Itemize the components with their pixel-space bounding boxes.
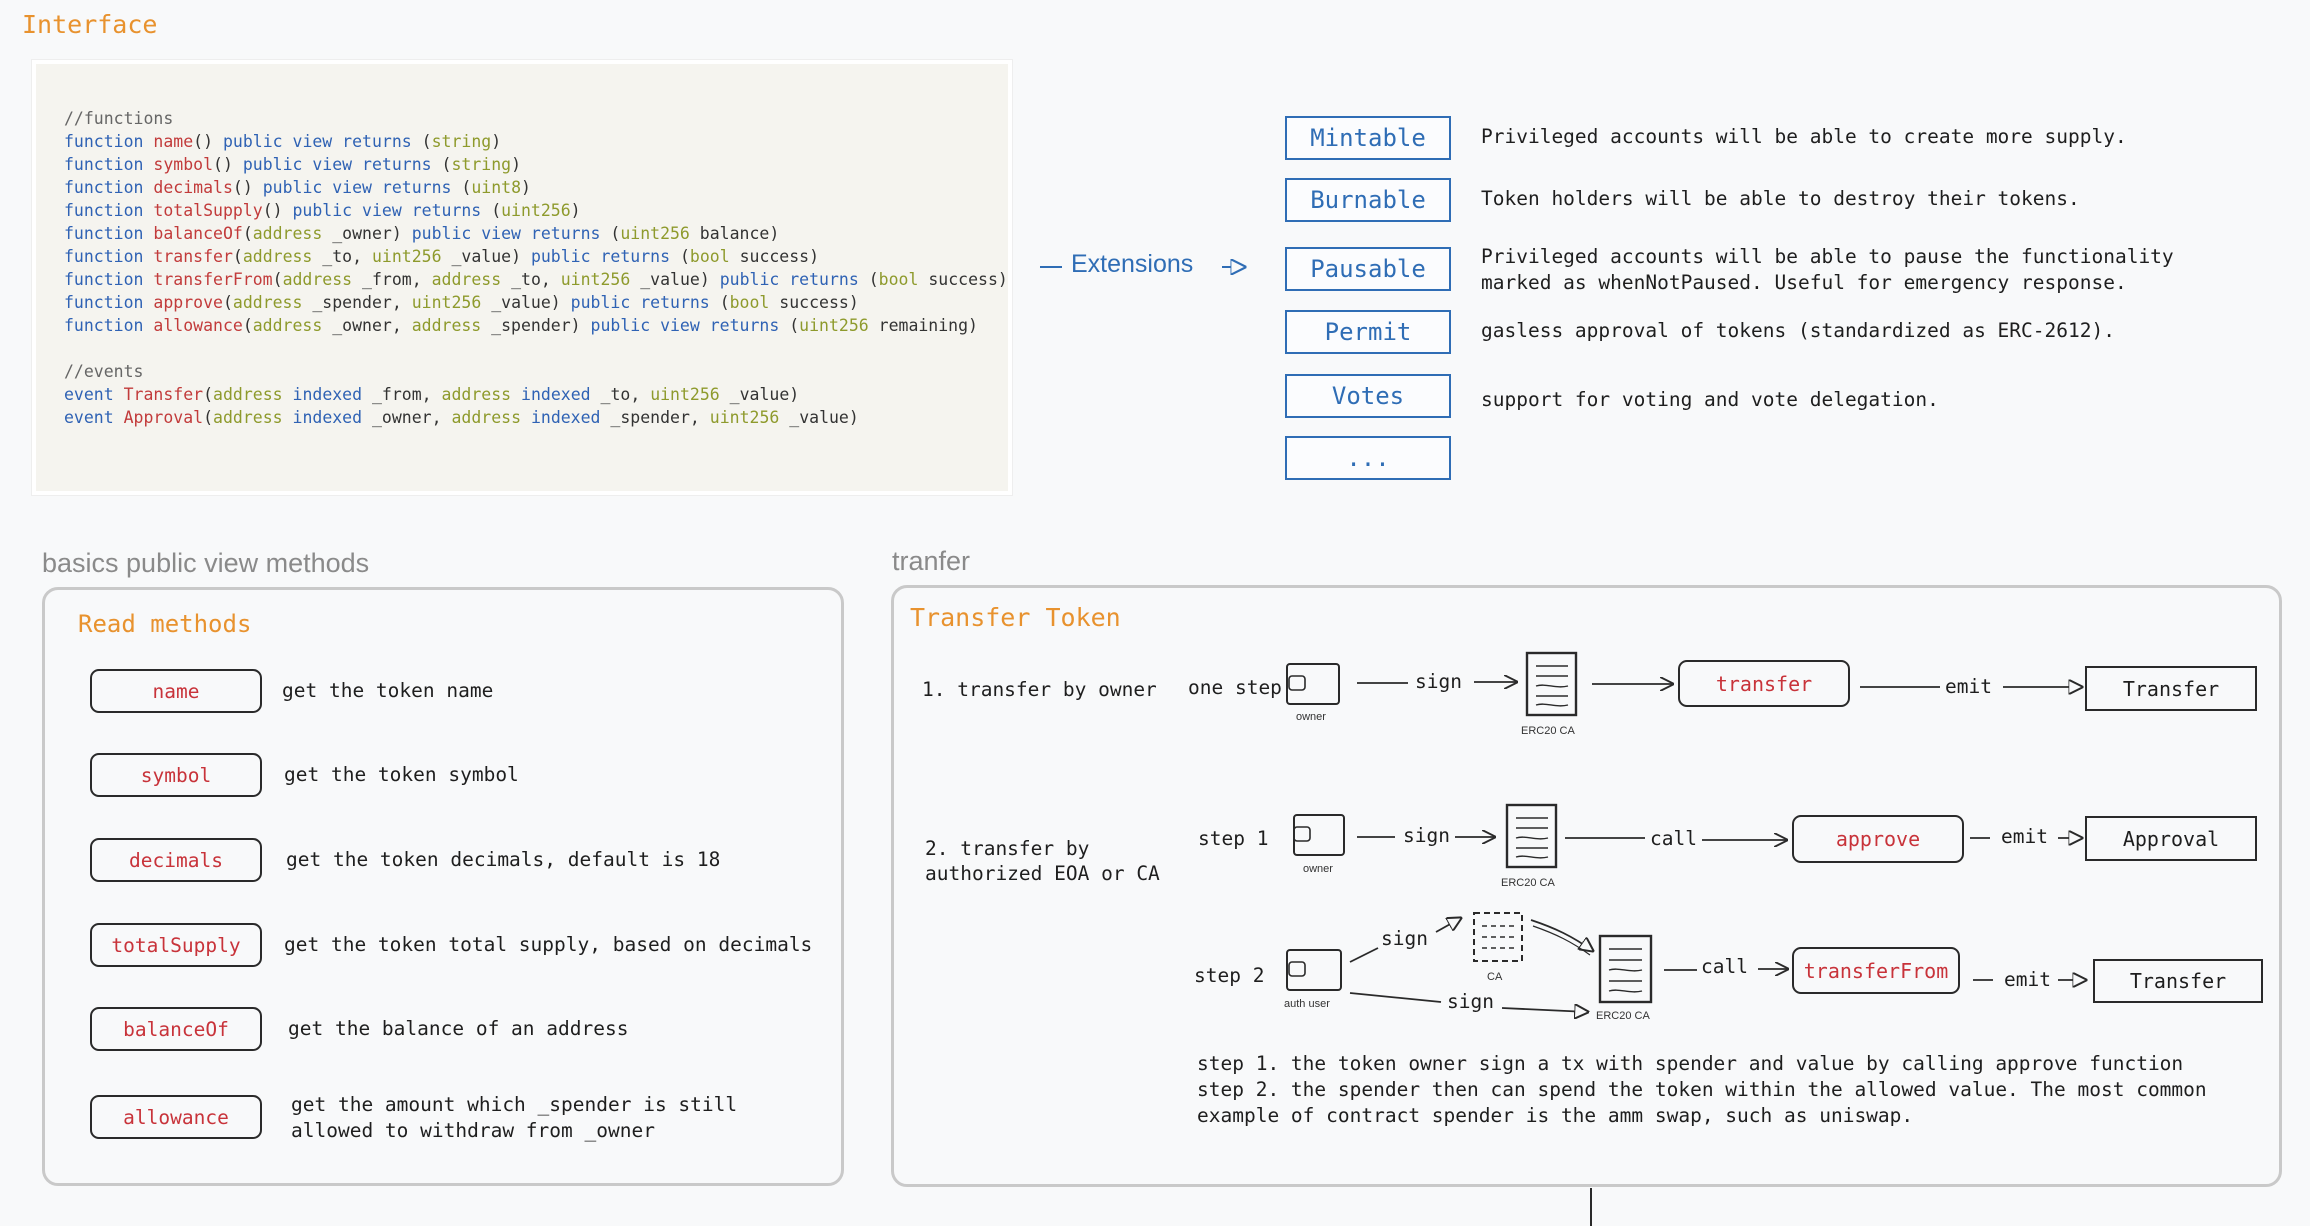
interface-title: Interface <box>22 10 158 39</box>
method-allowance-desc-2: allowed to withdraw from _owner <box>291 1119 655 1142</box>
transfer-panel <box>891 585 2282 1187</box>
method-name-desc: get the token name <box>282 679 494 702</box>
step1-call-label: call <box>1650 827 1697 850</box>
extension-pausable: Pausable <box>1285 247 1451 291</box>
code-line-name: function name() public view returns (str… <box>64 132 502 151</box>
extension-permit: Permit <box>1285 310 1451 354</box>
code-line-decimals: function decimals() public view returns … <box>64 178 531 197</box>
method-allowance: allowance <box>90 1095 262 1139</box>
case2-label-line1: 2. transfer by <box>925 837 1090 860</box>
step2-contract-label: ERC20 CA <box>1596 1010 1650 1022</box>
code-line-transferfrom: function transferFrom(address _from, add… <box>64 270 1008 289</box>
method-decimals-desc: get the token decimals, default is 18 <box>286 848 721 871</box>
code-line-approve: function approve(address _spender, uint2… <box>64 293 859 312</box>
case1-label: 1. transfer by owner <box>922 678 1157 701</box>
method-symbol-desc: get the token symbol <box>284 763 519 786</box>
code-comment-functions: //functions <box>64 109 174 128</box>
code-line-balanceof: function balanceOf(address _owner) publi… <box>64 224 780 243</box>
method-balanceof: balanceOf <box>90 1007 262 1051</box>
step2-sign-bottom-label: sign <box>1447 990 1494 1013</box>
step2-label: step 2 <box>1194 964 1265 987</box>
code-line-symbol: function symbol() public view returns (s… <box>64 155 521 174</box>
event-transfer-case1: Transfer <box>2085 666 2257 711</box>
method-name: name <box>90 669 262 713</box>
interface-code-block: //functions function name() public view … <box>32 60 1012 495</box>
owner-icon-step1 <box>1293 814 1345 856</box>
case1-step-label: one step <box>1188 676 1282 699</box>
case1-sign-label: sign <box>1415 670 1462 693</box>
erc20-contract-icon-case1 <box>1525 651 1578 717</box>
method-totalsupply-desc: get the token total supply, based on dec… <box>284 933 813 956</box>
method-balanceof-desc: get the balance of an address <box>288 1017 629 1040</box>
erc20-contract-icon-step2 <box>1598 934 1653 1004</box>
method-totalsupply: totalSupply <box>90 923 262 967</box>
step2-emit-label: emit <box>2004 968 2051 991</box>
extension-votes: Votes <box>1285 374 1451 418</box>
extension-burnable: Burnable <box>1285 178 1451 222</box>
extension-mintable: Mintable <box>1285 116 1451 160</box>
ca-dashed-icon <box>1473 912 1523 962</box>
transfer-section-label: tranfer <box>892 546 971 576</box>
code-comment-events: //events <box>64 362 144 381</box>
extension-burnable-desc: Token holders will be able to destroy th… <box>1481 187 2080 210</box>
step1-label: step 1 <box>1198 827 1269 850</box>
erc20-contract-icon-step1 <box>1505 803 1558 869</box>
case1-emit-label: emit <box>1945 675 1992 698</box>
extension-pausable-desc: Privileged accounts will be able to paus… <box>1481 245 2174 268</box>
read-methods-title: Read methods <box>78 610 252 638</box>
event-approval: Approval <box>2085 816 2257 861</box>
fn-transferfrom: transferFrom <box>1792 947 1960 994</box>
transfer-note-1: step 1. the token owner sign a tx with s… <box>1197 1052 2184 1075</box>
step1-owner-label: owner <box>1303 863 1333 875</box>
owner-icon-case1 <box>1286 663 1340 705</box>
step2-user-label: auth user <box>1284 998 1330 1010</box>
fn-approve: approve <box>1792 815 1964 863</box>
case2-label-line2: authorized EOA or CA <box>925 862 1160 885</box>
method-symbol: symbol <box>90 753 262 797</box>
code-line-event-approval: event Approval(address indexed _owner, a… <box>64 408 859 427</box>
transfer-note-3: example of contract spender is the amm s… <box>1197 1104 1914 1127</box>
code-line-allowance: function allowance(address _owner, addre… <box>64 316 978 335</box>
basics-section-label: basics public view methods <box>42 548 370 578</box>
case1-owner-label: owner <box>1296 711 1326 723</box>
code-line-event-transfer: event Transfer(address indexed _from, ad… <box>64 385 800 404</box>
auth-user-icon <box>1286 949 1342 991</box>
case1-contract-label: ERC20 CA <box>1521 725 1575 737</box>
extensions-label: Extensions <box>1071 250 1194 278</box>
code-line-transfer: function transfer(address _to, uint256 _… <box>64 247 820 266</box>
code-line-totalsupply: function totalSupply() public view retur… <box>64 201 581 220</box>
event-transfer-step2: Transfer <box>2093 959 2263 1003</box>
extension-pausable-desc-2: marked as whenNotPaused. Useful for emer… <box>1481 271 2127 294</box>
step2-call-label: call <box>1701 955 1748 978</box>
step1-contract-label: ERC20 CA <box>1501 877 1555 889</box>
transfer-token-title: Transfer Token <box>910 603 1121 632</box>
extension-votes-desc: support for voting and vote delegation. <box>1481 388 1939 411</box>
extension-mintable-desc: Privileged accounts will be able to crea… <box>1481 125 2127 148</box>
extension-more: ... <box>1285 436 1451 480</box>
fn-transfer-case1: transfer <box>1678 660 1850 707</box>
step1-emit-label: emit <box>2001 825 2048 848</box>
step2-sign-top-label: sign <box>1381 927 1428 950</box>
extension-permit-desc: gasless approval of tokens (standardized… <box>1481 319 2115 342</box>
step1-sign-label: sign <box>1403 824 1450 847</box>
transfer-note-2: step 2. the spender then can spend the t… <box>1197 1078 2207 1101</box>
method-decimals: decimals <box>90 838 262 882</box>
step2-ca-label: CA <box>1487 971 1503 983</box>
method-allowance-desc: get the amount which _spender is still <box>291 1093 738 1116</box>
